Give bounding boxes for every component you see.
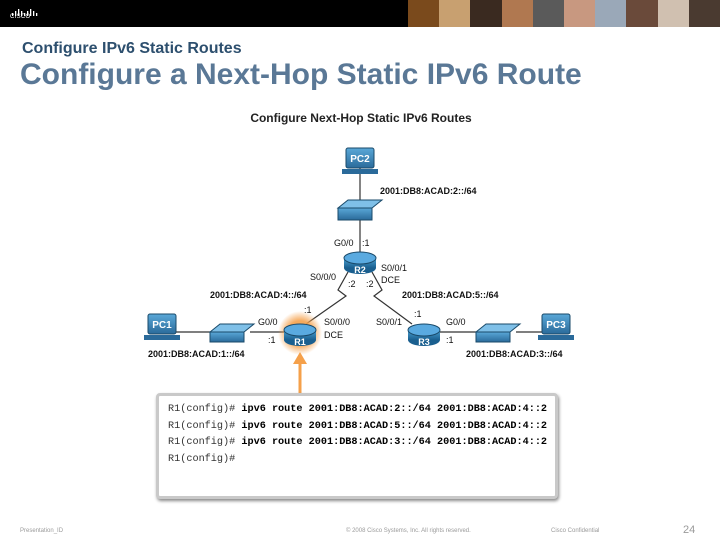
network-label-lan2: 2001:DB8:ACAD:2::/64 — [380, 186, 477, 196]
top-banner: CISCO — [0, 0, 720, 27]
cli-prompt: R1(config)# — [168, 453, 236, 465]
pc1-label: PC1 — [152, 320, 172, 331]
r1-s000-dce: DCE — [324, 330, 343, 340]
r1-s000-label: S0/0/0 — [324, 317, 350, 327]
r2-s001-label: S0/0/1 — [381, 263, 407, 273]
r3-label: R3 — [418, 337, 430, 347]
cli-line: R1(config)# ipv6 route 2001:DB8:ACAD:5::… — [168, 419, 555, 436]
slide-title: Configure a Next-Hop Static IPv6 Route — [20, 58, 582, 91]
slide-subtitle: Configure IPv6 Static Routes — [22, 40, 242, 57]
topology-links — [176, 168, 546, 333]
footer-copyright: © 2008 Cisco Systems, Inc. All rights re… — [346, 528, 471, 534]
r3-s001-label: S0/0/1 — [376, 317, 402, 327]
r2-label: R2 — [354, 265, 366, 275]
cli-prompt: R1(config)# — [168, 404, 236, 415]
callout-arrow — [293, 352, 307, 394]
page-number: 24 — [683, 524, 696, 536]
r1-label: R1 — [294, 337, 306, 347]
cli-output-box: R1(config)# ipv6 route 2001:DB8:ACAD:2::… — [156, 393, 558, 499]
cisco-wordmark: CISCO — [10, 14, 31, 20]
pc3-label: PC3 — [546, 320, 566, 331]
photo-strip — [408, 0, 720, 27]
cli-command: ipv6 route 2001:DB8:ACAD:2::/64 2001:DB8… — [241, 404, 548, 415]
r3-router: R3 — [407, 323, 441, 347]
r1-s000-host: :1 — [304, 305, 312, 315]
cisco-logo: CISCO — [10, 5, 42, 21]
r2-s001-dce: DCE — [381, 275, 400, 285]
footer-presentation-id: Presentation_ID — [20, 528, 64, 534]
cli-command: ipv6 route 2001:DB8:ACAD:3::/64 2001:DB8… — [241, 437, 548, 448]
switch-left — [208, 323, 256, 343]
r2-s001-host: :2 — [366, 279, 374, 289]
r2-s000-host: :2 — [348, 279, 356, 289]
switch-top — [336, 199, 384, 221]
cli-line: R1(config)# ipv6 route 2001:DB8:ACAD:2::… — [168, 402, 555, 419]
cli-line: R1(config)# — [168, 452, 555, 469]
network-label-lan3: 2001:DB8:ACAD:3::/64 — [466, 349, 563, 359]
r2-router: R2 — [343, 251, 377, 275]
r1-router: R1 — [278, 311, 322, 355]
cli-prompt: R1(config)# — [168, 420, 236, 432]
link-r2-r1 — [305, 271, 349, 325]
r1-g00-label: G0/0 — [258, 317, 278, 327]
pc1-device: PC1 — [144, 313, 180, 340]
r3-g00-label: G0/0 — [446, 317, 466, 327]
footer-confidential: Cisco Confidential — [551, 528, 600, 534]
cli-command: ipv6 route 2001:DB8:ACAD:5::/64 2001:DB8… — [241, 420, 548, 432]
r2-g00-host: :1 — [362, 238, 370, 248]
network-label-wan5: 2001:DB8:ACAD:5::/64 — [402, 290, 499, 300]
cli-line: R1(config)# ipv6 route 2001:DB8:ACAD:3::… — [168, 435, 555, 452]
pc2-device: PC2 — [342, 147, 378, 174]
network-label-wan4: 2001:DB8:ACAD:4::/64 — [210, 290, 307, 300]
pc2-label: PC2 — [350, 154, 370, 165]
r3-s001-host: :1 — [414, 309, 422, 319]
pc3-device: PC3 — [538, 313, 574, 340]
diagram-heading: Configure Next-Hop Static IPv6 Routes — [250, 111, 472, 125]
link-r2-r3 — [371, 271, 413, 325]
network-label-lan1: 2001:DB8:ACAD:1::/64 — [148, 349, 245, 359]
r3-g00-host: :1 — [446, 335, 454, 345]
cli-prompt: R1(config)# — [168, 437, 236, 448]
r2-g00-label: G0/0 — [334, 238, 354, 248]
r2-s000-label: S0/0/0 — [310, 272, 336, 282]
r1-g00-host: :1 — [268, 335, 276, 345]
switch-right — [474, 323, 522, 343]
